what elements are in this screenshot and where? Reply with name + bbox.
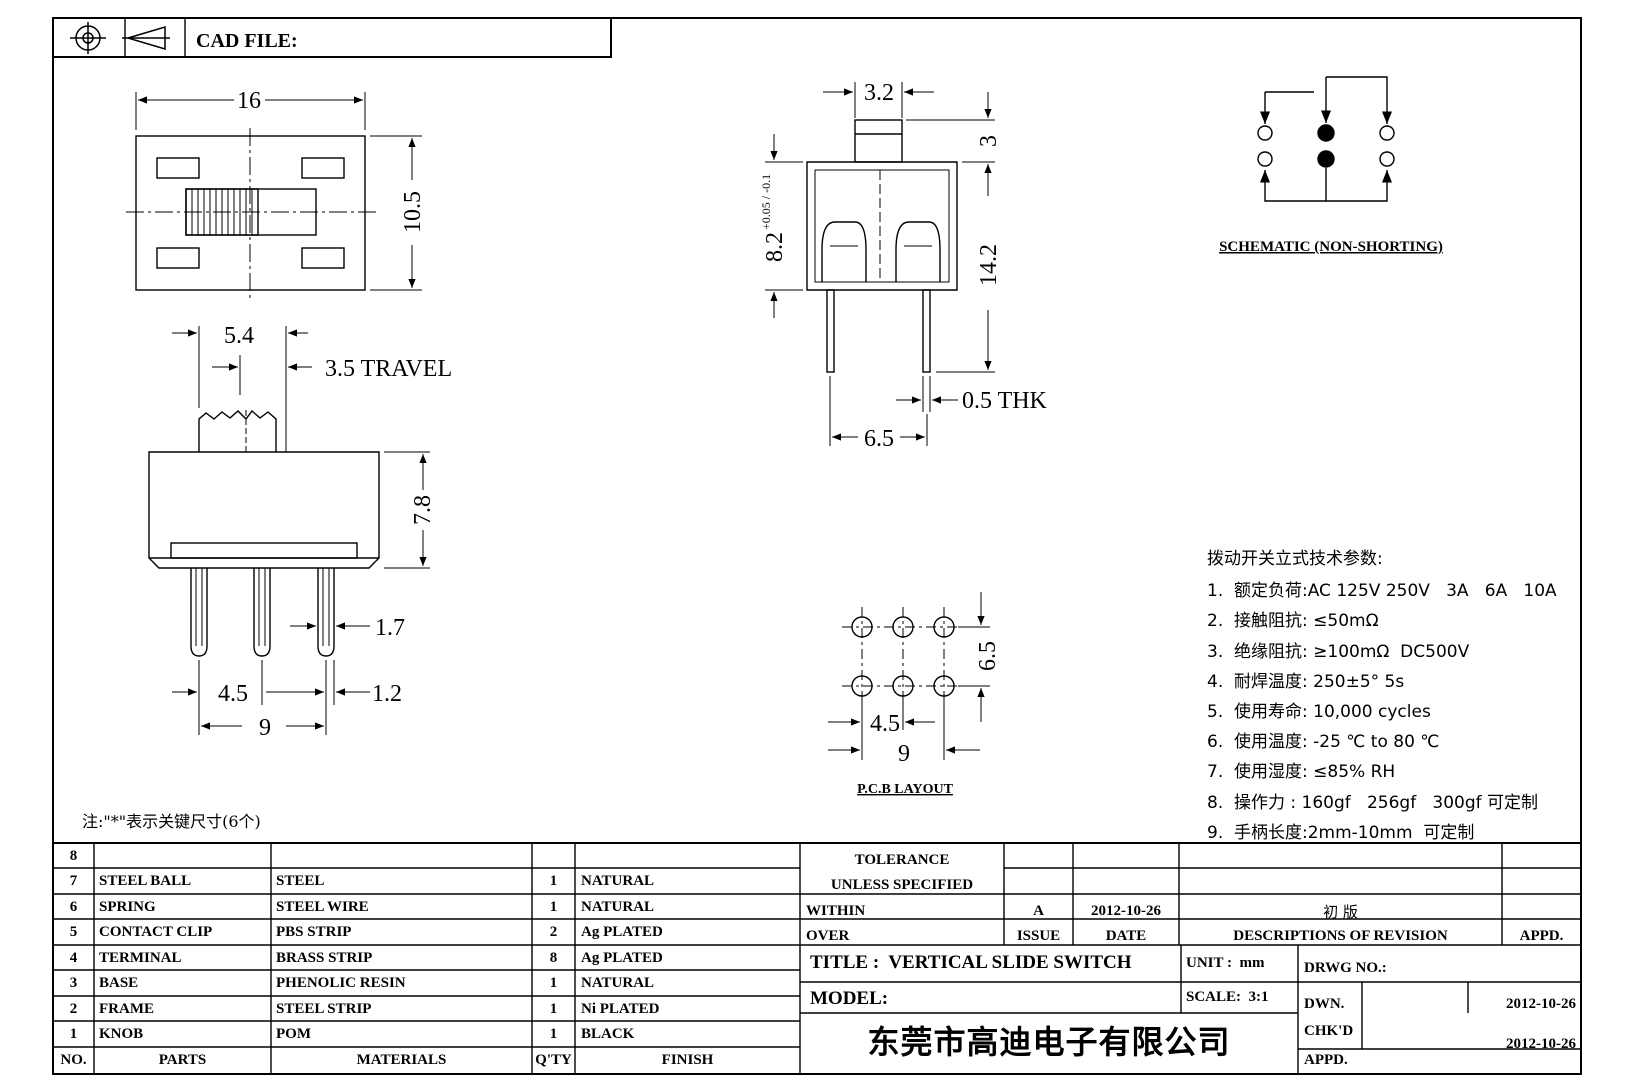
spec-item-text: 耐焊温度: 250±5° 5s <box>1234 671 1405 692</box>
pcb-label: P.C.B LAYOUT <box>857 782 953 797</box>
spec-item-text: 额定负荷:AC 125V 250V 3A 6A 10A <box>1234 581 1557 602</box>
dim-pin-gap: 1.2 <box>372 681 402 707</box>
spec-item-text: 使用寿命: 10,000 cycles <box>1234 702 1431 723</box>
dim-side-total: 14.2 <box>976 244 1002 286</box>
spec-item-number: 5. <box>1207 702 1224 723</box>
spec-item: 5. 使用寿命: 10,000 cycles <box>1207 697 1627 727</box>
dim-side-body-tolerance: +0.05 / -0.1 <box>759 174 773 230</box>
spec-item: 3. 绝缘阻抗: ≥100mΩ DC500V <box>1207 637 1627 667</box>
top-view <box>126 92 422 300</box>
schematic-diagram <box>1258 76 1395 202</box>
dim-travel: 3.5 TRAVEL <box>325 356 452 382</box>
dim-side-body: 8.2 <box>762 232 788 262</box>
spec-item: 8. 操作力 : 160gf 256gf 300gf 可定制 <box>1207 788 1627 818</box>
dim-pin-width: 1.7 <box>375 615 405 641</box>
pcb-dim-pitch: 4.5 <box>870 711 900 737</box>
spec-item-number: 7. <box>1207 762 1224 783</box>
pcb-dim-span: 9 <box>898 741 910 767</box>
dim-knob-width: 5.4 <box>224 323 254 349</box>
dim-side-pin-span: 6.5 <box>864 426 894 452</box>
spec-item-number: 4. <box>1207 671 1224 692</box>
spec-item-text: 接触阻抗: ≤50mΩ <box>1234 611 1379 632</box>
front-view <box>148 326 430 735</box>
pcb-layout <box>828 592 990 760</box>
specs-title: 拨动开关立式技术参数: <box>1207 549 1383 569</box>
spec-item-text: 绝缘阻抗: ≥100mΩ DC500V <box>1234 641 1470 662</box>
dim-pin-pitch: 4.5 <box>218 681 248 707</box>
spec-item: 7. 使用湿度: ≤85% RH <box>1207 757 1627 787</box>
title-block <box>53 842 1581 1074</box>
spec-item-number: 6. <box>1207 732 1224 753</box>
spec-item-number: 3. <box>1207 641 1224 662</box>
dim-pin-span: 9 <box>259 715 271 741</box>
dim-side-knob-height: 3 <box>976 135 1002 147</box>
spec-item-number: 2. <box>1207 611 1224 632</box>
dim-side-top: 3.2 <box>864 80 894 106</box>
dim-top-height: 10.5 <box>400 191 426 233</box>
pcb-dim-row: 6.5 <box>975 641 1001 671</box>
schematic-label: SCHEMATIC (NON-SHORTING) <box>1219 239 1443 255</box>
dim-top-width: 16 <box>237 88 261 114</box>
cad-file-label: CAD FILE: <box>196 30 298 52</box>
spec-item-text: 操作力 : 160gf 256gf 300gf 可定制 <box>1234 792 1539 813</box>
side-view <box>765 82 995 446</box>
spec-item: 2. 接触阻抗: ≤50mΩ <box>1207 606 1627 636</box>
spec-item: 6. 使用温度: -25 ℃ to 80 ℃ <box>1207 727 1627 757</box>
spec-item-number: 9. <box>1207 822 1224 843</box>
spec-item-number: 1. <box>1207 581 1224 602</box>
spec-item-text: 使用温度: -25 ℃ to 80 ℃ <box>1234 732 1440 753</box>
spec-item: 1. 额定负荷:AC 125V 250V 3A 6A 10A <box>1207 576 1627 606</box>
spec-item-text: 使用湿度: ≤85% RH <box>1234 762 1396 783</box>
spec-item: 4. 耐焊温度: 250±5° 5s <box>1207 667 1627 697</box>
key-dimension-note: 注:"*"表示关键尺寸(6个) <box>82 812 261 831</box>
spec-item: 9. 手柄长度:2mm-10mm 可定制 <box>1207 818 1627 848</box>
projection-symbol-icon <box>70 22 170 54</box>
spec-item-text: 手柄长度:2mm-10mm 可定制 <box>1234 822 1475 843</box>
technical-specs: 拨动开关立式技术参数: 1. 额定负荷:AC 125V 250V 3A 6A 10… <box>1207 544 1627 848</box>
dim-front-height: 7.8 <box>410 495 436 525</box>
spec-item-number: 8. <box>1207 792 1224 813</box>
dim-thickness: 0.5 THK <box>962 388 1048 414</box>
